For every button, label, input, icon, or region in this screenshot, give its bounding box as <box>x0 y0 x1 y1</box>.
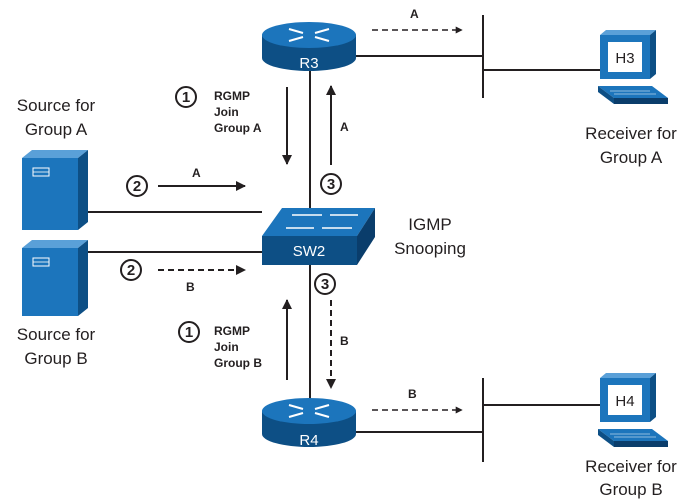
host-h3: H3 <box>598 30 668 104</box>
rgmp-join-b-line1: RGMP <box>214 324 250 338</box>
router-r3: R3 <box>262 22 356 72</box>
receiver-b-label-line2: Group B <box>599 480 662 499</box>
flow-sw2-r3-label: A <box>340 120 349 134</box>
svg-text:3: 3 <box>321 276 329 293</box>
router-r3-label: R3 <box>299 55 318 72</box>
router-r4-label: R4 <box>299 432 318 449</box>
rgmp-join-b-line3: Group B <box>214 356 262 370</box>
flow-sw2-r4-label: B <box>340 334 349 348</box>
rgmp-join-a-line2: Join <box>214 105 239 119</box>
svg-text:1: 1 <box>182 89 190 106</box>
igmp-snooping-line1: IGMP <box>408 215 451 234</box>
rgmp-join-b-line2: Join <box>214 340 239 354</box>
step-2-src-a-badge: 2 <box>126 175 148 197</box>
host-h3-label: H3 <box>615 50 634 67</box>
switch-sw2-label: SW2 <box>293 243 326 260</box>
receiver-b-label-line1: Receiver for <box>585 457 677 476</box>
source-b-label-line2: Group B <box>24 349 87 368</box>
flow-r4-h4-label: B <box>408 387 417 401</box>
igmp-snooping-line2: Snooping <box>394 239 466 258</box>
step-3-sw-r4-badge: 3 <box>314 273 336 295</box>
flow-src-b-label: B <box>186 280 195 294</box>
source-a-label-line1: Source for <box>17 96 96 115</box>
receiver-a-label-line1: Receiver for <box>585 124 677 143</box>
receiver-a-label-line2: Group A <box>600 148 663 167</box>
rgmp-join-a-line1: RGMP <box>214 89 250 103</box>
source-a-server <box>22 150 88 230</box>
router-arrows-icon <box>288 28 330 42</box>
router-r4: R4 <box>262 398 356 449</box>
svg-text:3: 3 <box>327 176 335 193</box>
step-3-sw-r3-badge: 3 <box>320 173 342 195</box>
rgmp-join-a-line3: Group A <box>214 121 262 135</box>
step-2-src-b-badge: 2 <box>120 259 142 281</box>
svg-text:2: 2 <box>133 178 141 195</box>
step-1-rgmp-a-badge: 1 <box>175 86 197 108</box>
switch-sw2: SW2 <box>262 208 375 265</box>
source-b-server <box>22 240 88 316</box>
host-h4: H4 <box>598 373 668 447</box>
host-h4-label: H4 <box>615 393 634 410</box>
step-1-rgmp-b-badge: 1 <box>178 321 200 343</box>
flow-src-a-label: A <box>192 166 201 180</box>
source-a-label-line2: Group A <box>25 120 88 139</box>
router-arrows-icon <box>288 404 330 418</box>
svg-text:1: 1 <box>185 324 193 341</box>
source-b-label-line1: Source for <box>17 325 96 344</box>
flow-r3-h3-label: A <box>410 7 419 21</box>
switch-arrows-icon <box>286 214 358 229</box>
svg-text:2: 2 <box>127 262 135 279</box>
